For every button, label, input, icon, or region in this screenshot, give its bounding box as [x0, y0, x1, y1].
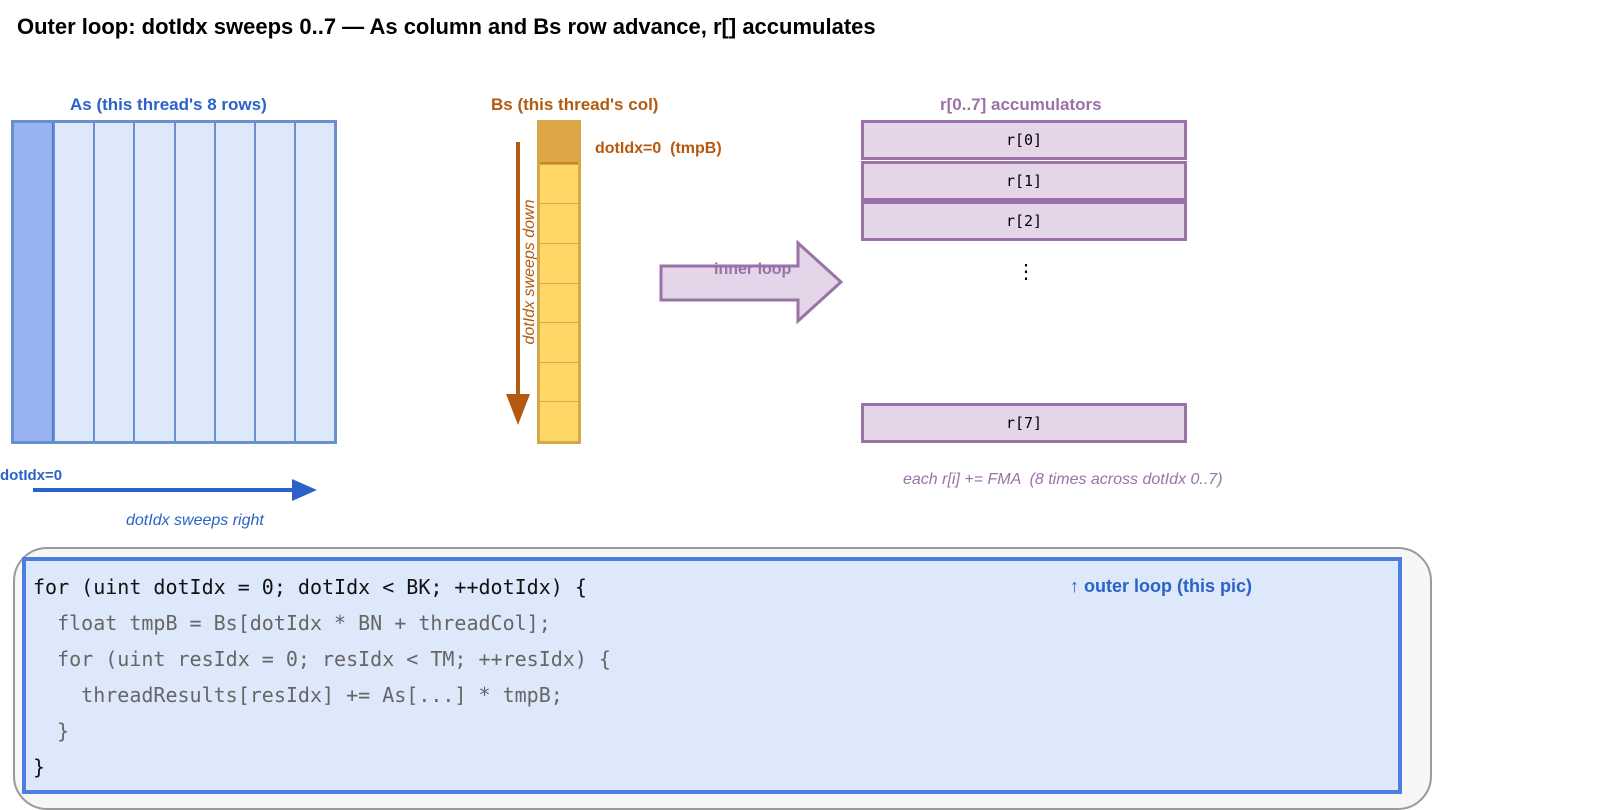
as-column: [213, 123, 254, 441]
as-column: [53, 123, 94, 441]
bs-cell: [540, 282, 578, 323]
bs-cell: [540, 361, 578, 402]
accumulator-r2: r[2]: [861, 201, 1187, 241]
bs-column-strip: [537, 120, 581, 444]
bs-cell: [540, 322, 578, 362]
as-column: [93, 123, 134, 441]
code-line-5: }: [33, 719, 70, 743]
accumulators-note: each r[i] += FMA (8 times across dotIdx …: [903, 471, 1223, 488]
accumulator-r0: r[0]: [861, 120, 1187, 160]
as-column-highlighted: [14, 123, 54, 441]
as-column: [293, 123, 334, 441]
bs-sweep-arrow-icon: [506, 142, 530, 425]
bs-panel-label: Bs (this thread's col): [491, 95, 659, 114]
bs-cell: [540, 242, 578, 283]
bs-cell: [540, 401, 578, 441]
as-column: [253, 123, 294, 441]
as-sweep-label: dotIdx sweeps right: [126, 512, 264, 529]
accumulator-r1: r[1]: [861, 161, 1187, 201]
code-line-3: for (uint resIdx = 0; resIdx < TM; ++res…: [33, 647, 611, 671]
accumulator-r7: r[7]: [861, 403, 1187, 443]
bs-cell: [540, 203, 578, 243]
as-column: [133, 123, 174, 441]
diagram-title: Outer loop: dotIdx sweeps 0..7 — As colu…: [17, 14, 876, 39]
as-panel-label: As (this thread's 8 rows): [70, 95, 267, 114]
as-column: [173, 123, 214, 441]
code-line-4: threadResults[resIdx] += As[...] * tmpB;: [33, 683, 563, 707]
bs-cell-note: dotIdx=0 (tmpB): [595, 140, 722, 157]
accumulator-ellipsis: ⋮: [1016, 261, 1036, 283]
code-line-6: }: [33, 755, 46, 779]
bs-cell: [540, 163, 578, 204]
bs-cell-highlighted: [540, 123, 578, 164]
as-dotidx-label: dotIdx=0: [0, 467, 63, 484]
accumulators-label: r[0..7] accumulators: [940, 95, 1102, 114]
as-sweep-arrow-icon: [33, 479, 317, 501]
code-panel: [22, 557, 1402, 794]
code-line-2: float tmpB = Bs[dotIdx * BN + threadCol]…: [33, 611, 551, 635]
as-matrix-grid: [11, 120, 337, 444]
outer-loop-note: ↑ outer loop (this pic): [1070, 576, 1252, 596]
inner-loop-arrow-icon: [659, 240, 844, 325]
code-line-1: for (uint dotIdx = 0; dotIdx < BK; ++dot…: [33, 575, 587, 599]
inner-loop-label: inner loop: [714, 261, 792, 278]
